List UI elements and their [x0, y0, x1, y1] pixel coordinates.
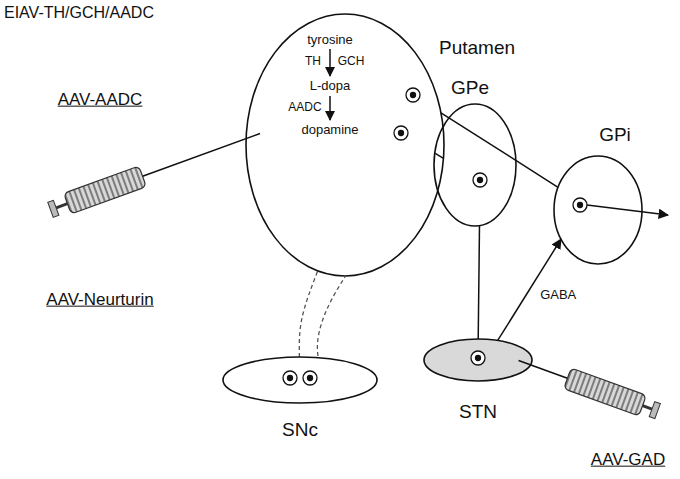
enzyme-label: TH [305, 55, 321, 68]
region-outline [222, 356, 378, 404]
syringe [515, 350, 662, 421]
putamen-region: Putamen [245, 13, 445, 277]
region-name: Putamen [439, 38, 515, 59]
pathway-text: L-dopa [310, 79, 350, 93]
projection-line [478, 226, 479, 339]
gpe-region: GPe [433, 103, 517, 227]
neurons [283, 88, 587, 385]
stn-region: STN [423, 338, 533, 382]
pathway-text: tyrosine [307, 33, 353, 47]
enzyme-label: GCH [338, 55, 365, 68]
pathway-text: dopamine [301, 123, 358, 137]
region-outline [433, 103, 517, 227]
vector-label: AAV-AADC [58, 91, 143, 110]
nigrostriatal-fibre [317, 277, 345, 356]
region-name: GPe [451, 78, 489, 99]
region-name: SNc [282, 420, 318, 441]
region-name: STN [459, 402, 497, 423]
region-ellipse [434, 104, 516, 226]
syringe [47, 123, 264, 220]
dashed-projection [299, 271, 317, 357]
pathway-arrows [329, 49, 331, 120]
stn-fill [424, 339, 532, 381]
output-arrow [587, 205, 668, 215]
gpi-region: GPi [553, 155, 643, 265]
vector-label: EIAV-TH/GCH/AADC [4, 4, 154, 22]
vector-label: AAV-GAD [591, 451, 665, 470]
vector-label: AAV-Neurturin [46, 291, 153, 310]
region-ellipse [246, 14, 444, 276]
projection-line [441, 113, 558, 188]
region-ellipse [554, 156, 642, 264]
projection-line [498, 239, 561, 340]
region-ellipse [223, 357, 377, 403]
edge-label: GABA [538, 288, 578, 302]
region-ellipse [424, 339, 532, 381]
projection-line [435, 153, 444, 158]
region-name: GPi [599, 125, 631, 146]
region-outline [553, 155, 643, 265]
region-outline [245, 13, 445, 277]
enzyme-label: AADC [288, 101, 321, 114]
snc-region: SNc [222, 356, 378, 404]
region-outline [423, 338, 533, 382]
